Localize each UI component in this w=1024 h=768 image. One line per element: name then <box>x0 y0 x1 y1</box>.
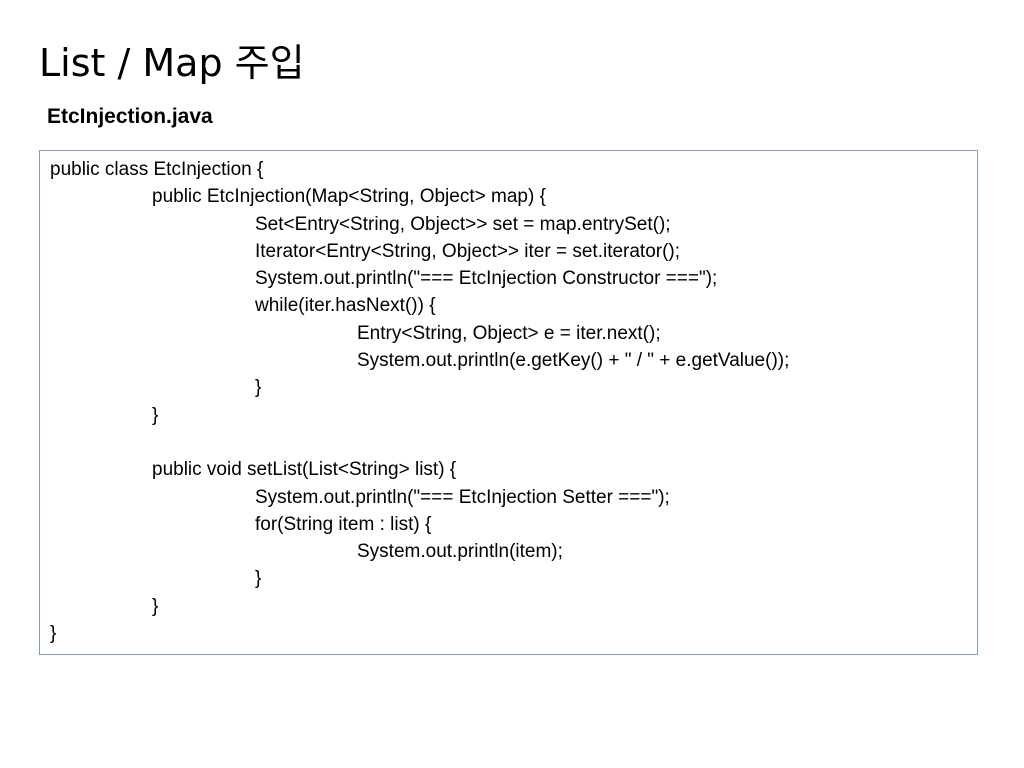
code-line: System.out.println("=== EtcInjection Set… <box>255 486 670 508</box>
code-line: Set<Entry<String, Object>> set = map.ent… <box>255 213 671 235</box>
code-line: Iterator<Entry<String, Object>> iter = s… <box>255 240 681 262</box>
code-line: Entry<String, Object> e = iter.next(); <box>357 322 661 344</box>
slide-title: List / Map 주입 <box>39 41 305 85</box>
code-line: public class EtcInjection { <box>50 159 264 180</box>
code-listing: public class EtcInjection { public EtcInj… <box>50 156 789 647</box>
code-line <box>50 429 789 456</box>
code-box: public class EtcInjection { public EtcInj… <box>39 150 978 655</box>
code-line: public EtcInjection(Map<String, Object> … <box>152 186 546 208</box>
code-line: while(iter.hasNext()) { <box>255 295 436 317</box>
code-line: public void setList(List<String> list) { <box>152 459 457 481</box>
code-line: } <box>152 404 159 426</box>
code-line: } <box>50 623 57 645</box>
code-line: System.out.println(item); <box>357 541 563 563</box>
code-line: System.out.println(e.getKey() + " / " + … <box>357 350 790 372</box>
code-line: for(String item : list) { <box>255 513 432 535</box>
file-name-heading: EtcInjection.java <box>47 105 213 128</box>
code-line: } <box>255 377 262 399</box>
code-line: } <box>255 568 262 590</box>
code-line: System.out.println("=== EtcInjection Con… <box>255 268 718 290</box>
code-line: } <box>152 595 159 617</box>
